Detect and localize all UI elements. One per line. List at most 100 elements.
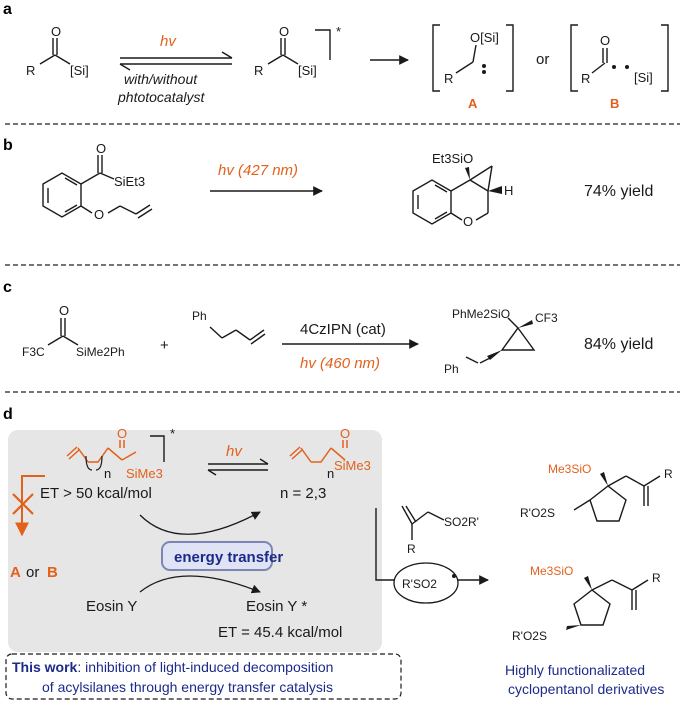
panel-a: a O R [Si] hv with/without phtotocatalys… [3,1,669,111]
panel-d-product-1 [573,475,661,522]
panel-a-reactant-r: R [26,63,35,78]
panel-c-yield: 84% yield [584,336,653,353]
panel-c-f3c: F3C [22,345,45,359]
panel-a-reactant-si: [Si] [70,63,89,78]
this-work-line-1: This work: inhibition of light-induced d… [12,659,333,675]
panel-a-reactant-o: O [51,24,61,39]
panel-b-wedge-2 [465,167,470,180]
panel-d-right-n: n [327,466,334,481]
species-b-o: O [600,33,610,48]
panel-d-n-values: n = 2,3 [280,485,326,502]
panel-d-a: A [10,564,21,581]
panel-c-product-group: PhMe2SiO [452,307,510,321]
panel-d-product-1-r: R [664,467,673,481]
energy-transfer-arrows [139,511,261,594]
this-work-bold: This work [12,659,78,675]
panel-d-left-o: O [117,426,127,441]
decomposition-arrow [12,475,45,537]
energy-transfer-badge [161,541,273,571]
panel-d-star: * [170,426,175,441]
panel-d-caption-1: Highly functionalizated [505,662,645,678]
panel-b-condition: hv (427 nm) [218,162,298,179]
panel-d-radical: R'SO2 [402,577,437,591]
panel-b-product-h: H [504,183,513,198]
panel-c-silyl: SiMe2Ph [76,345,125,359]
this-work-line-2: of acylsilanes through energy transfer c… [42,679,333,695]
panel-c-wedge-2 [518,320,533,328]
panel-c-alkene [209,326,266,345]
panel-b-ether-o: O [94,207,104,222]
panel-d-hv: hv [226,443,243,460]
panel-c: c O F3C SiMe2Ph + Ph 4CzIPN (cat) hv (46… [3,279,653,376]
panel-d-product-2-group: Me3SiO [530,564,573,578]
species-a-group: O[Si] [470,30,499,45]
panel-c-wedge [487,350,502,360]
panel-d-sulfone-r: R [407,542,416,556]
species-b-si: [Si] [634,70,653,85]
panel-d-eosin-star: Eosin Y * [246,598,307,615]
panel-d-left-group: SiMe3 [126,466,163,481]
panel-c-condition: hv (460 nm) [300,355,380,372]
panel-a-condition-1: with/without [124,71,198,87]
panel-a-star: * [336,24,341,39]
panel-d-et-left: ET > 50 kcal/mol [40,485,152,502]
panel-a-condition-2: phtotocatalyst [117,89,205,105]
equilibrium-arrow [119,51,233,71]
panel-a-excited-si: [Si] [298,63,317,78]
bracket-b [570,24,669,92]
panel-d-right-o: O [340,426,350,441]
panel-d-left-n: n [104,466,111,481]
panel-b-carbonyl-o: O [96,141,106,156]
species-a-r: R [444,71,453,86]
bracket-a [432,24,514,92]
panel-d-right-acylsilane [289,440,348,463]
panel-d-sulfone-group: SO2R' [444,515,479,529]
panel-d-product-2-s: R'O2S [512,629,547,643]
panel-a-excited-r: R [254,63,263,78]
panel-a-label: a [3,1,12,18]
panel-d-right-group: SiMe3 [334,458,371,473]
panel-a-reactant [39,38,71,65]
panel-c-product-ph: Ph [444,362,459,376]
panel-d-product-2-r: R [652,571,661,585]
panel-d-b: B [47,564,58,581]
panel-c-plus: + [160,337,169,354]
panel-b-silyl-group: SiEt3 [114,174,145,189]
panel-b-product [412,165,493,225]
panel-c-product [479,326,536,364]
panel-c-o: O [59,303,69,318]
energy-transfer-label: energy transfer [174,549,283,566]
panel-d-product-1-group: Me3SiO [548,462,591,476]
panel-b-label: b [3,137,13,154]
panel-b-product-o: O [463,214,473,229]
panel-a-excited [267,29,331,65]
panel-c-label: c [3,279,12,296]
species-a-label: A [468,96,478,111]
panel-d-label: d [3,406,13,423]
panel-b: b O SiEt3 O hv (427 nm) [3,137,653,229]
panel-c-catalyst: 4CzIPN (cat) [300,321,386,338]
panel-a-excited-o: O [279,24,289,39]
panel-b-product-group: Et3SiO [432,151,473,166]
panel-d-eosin: Eosin Y [86,598,137,615]
species-b-label: B [610,96,619,111]
this-work-box [5,653,402,700]
panel-d-et-right: ET = 45.4 kcal/mol [218,624,342,641]
panel-b-substrate [42,155,153,219]
panel-d: d O n SiMe3 * A or B ET > 50 kcal/mol [3,406,673,700]
panel-d-or: or [26,564,39,581]
panel-b-yield: 74% yield [584,183,653,200]
panel-a-or: or [536,51,549,68]
panel-d-caption-2: cyclopentanol derivatives [508,681,664,697]
panel-d-product-2 [573,579,649,626]
panel-c-product-cf3: CF3 [535,311,558,325]
radical-cycle [393,562,459,604]
panel-d-sulfone [401,505,445,540]
this-work-text-1: : inhibition of light-induced decomposit… [77,659,333,675]
panel-a-hv: hv [160,33,177,50]
species-b-r: R [581,71,590,86]
panel-c-ph: Ph [192,309,207,323]
panel-b-wedge [488,186,502,194]
panel-d-product-1-s: R'O2S [520,506,555,520]
